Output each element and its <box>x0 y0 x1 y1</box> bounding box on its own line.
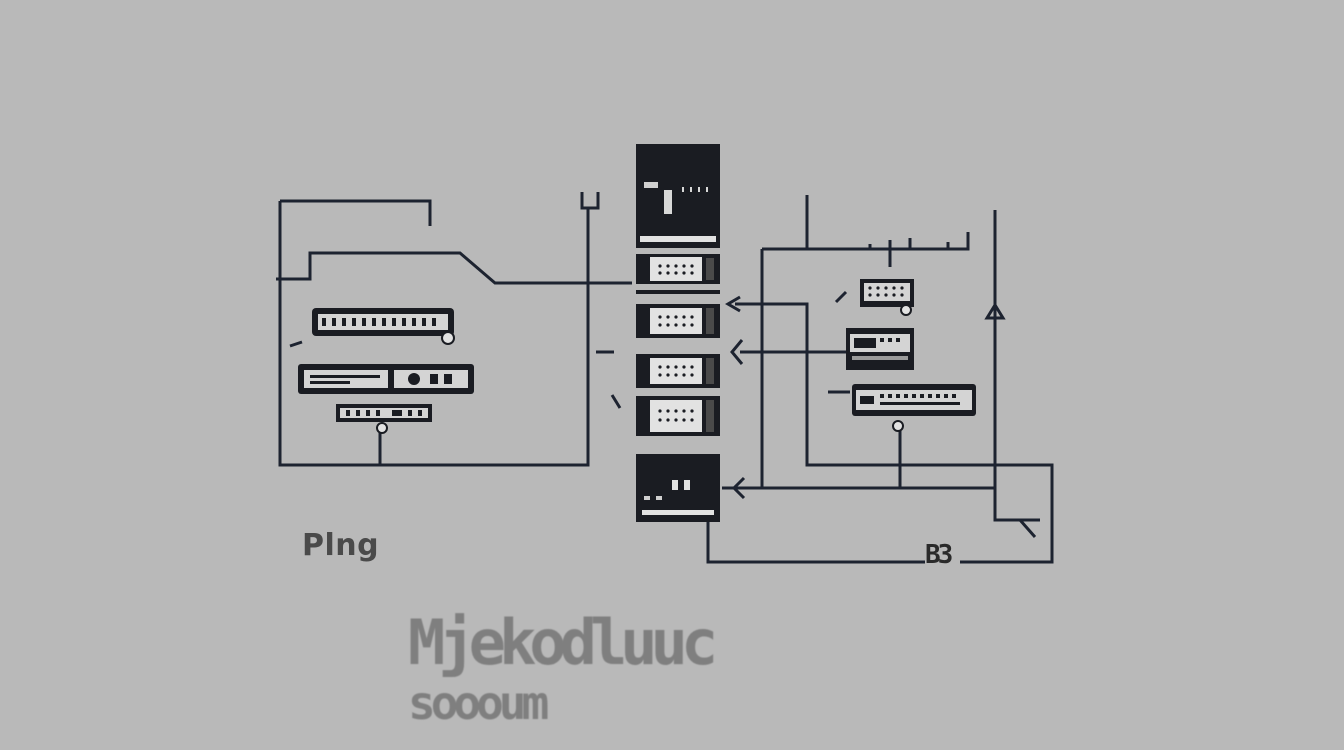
arrow-icon <box>610 394 622 409</box>
switch-1 <box>636 254 720 284</box>
right-device-3 <box>852 384 976 432</box>
garbled-title-line-1: Mjekodluuc <box>408 606 718 679</box>
left-antenna <box>580 192 600 226</box>
right-vertical-link <box>993 210 1040 522</box>
arrow-up-icon <box>984 302 1006 320</box>
connection-lines <box>276 192 1054 564</box>
arrow-icon <box>1018 519 1037 538</box>
garbled-title: Mjekodluuc soooum <box>408 606 868 730</box>
node-label: B3 <box>925 540 953 570</box>
right-tick-marks <box>868 238 950 249</box>
switch-2 <box>636 290 720 338</box>
left-device-2 <box>298 364 474 394</box>
arrow-icon <box>834 290 848 304</box>
left-feed-line <box>276 251 632 285</box>
garbled-title-line-2: soooum <box>408 676 549 730</box>
arrow-icon <box>289 340 303 348</box>
right-device-2 <box>846 328 914 370</box>
top-server <box>636 144 720 248</box>
switch-3 <box>636 354 720 388</box>
arrow-left-icon <box>725 295 741 313</box>
arrows <box>289 290 1037 538</box>
diagram-caption: Plng <box>302 528 380 563</box>
bottom-link <box>706 520 925 564</box>
arrow-left-icon <box>730 339 744 365</box>
bottom-server <box>636 454 720 522</box>
switch-4 <box>636 396 720 436</box>
right-device-1 <box>860 279 914 316</box>
link-switch-2 <box>735 302 1054 564</box>
arrow-left-icon <box>731 476 746 500</box>
left-device-1 <box>312 308 455 345</box>
left-device-3 <box>336 404 432 434</box>
right-group-bus <box>762 232 970 251</box>
left-group-frame <box>278 199 590 467</box>
